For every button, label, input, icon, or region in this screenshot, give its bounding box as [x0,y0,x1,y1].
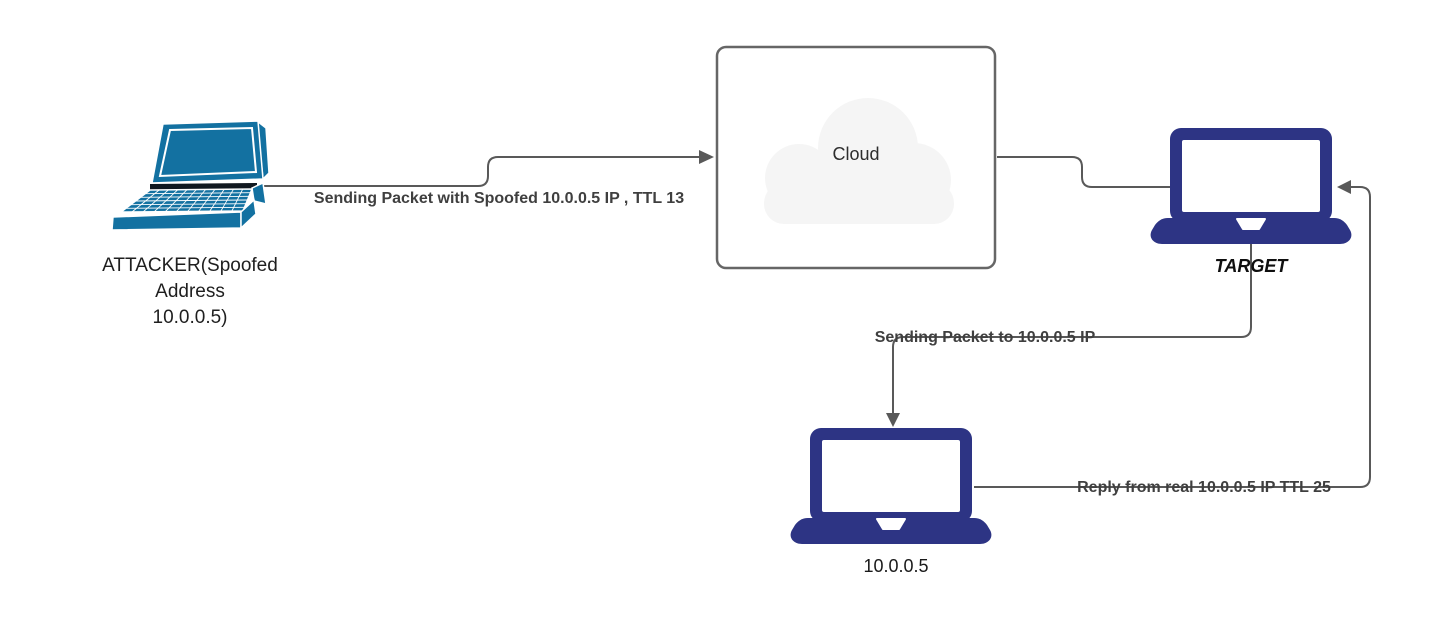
attacker-label-line2: Address [155,281,225,302]
edge-label-attacker-to-cloud: Sending Packet with Spoofed 10.0.0.5 IP … [313,190,685,207]
edge-label-target-to-real-host: Sending Packet to 10.0.0.5 IP [874,329,1096,346]
attacker-label: ATTACKER(Spoofed Address 10.0.0.5) [55,253,325,331]
attacker-label-line1: ATTACKER(Spoofed [102,255,278,276]
cloud-icon [764,98,954,224]
attacker-laptop-icon [111,119,270,231]
arrowhead-into-target [1337,180,1351,194]
target-label: TARGET [1214,256,1288,276]
arrowhead-into-cloud [699,150,714,164]
real-host-laptop-icon [789,427,993,545]
edge-label-real-host-to-target: Reply from real 10.0.0.5 IP TTL 25 [1077,479,1331,496]
edge-target-to-real-host [886,244,1252,427]
edge-real-host-to-target [974,180,1371,488]
arrowhead-into-real-host [886,413,900,427]
attacker-label-line3: 10.0.0.5) [152,307,228,328]
edge-cloud-to-target [997,156,1172,188]
real-host-label: 10.0.0.5 [863,556,929,576]
cloud-label: Cloud [832,144,880,164]
laptop-hinge [150,183,257,190]
edge-attacker-to-cloud [262,150,714,187]
target-laptop-icon [1149,127,1353,245]
